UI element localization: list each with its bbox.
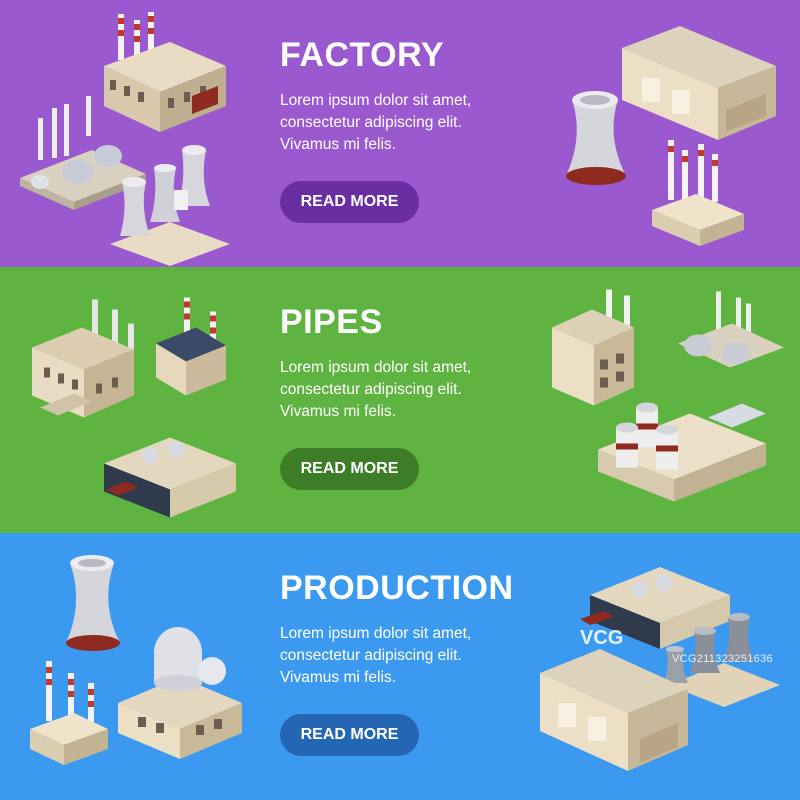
banner-title: PIPES: [280, 303, 383, 341]
refinery-icon: [678, 291, 784, 368]
cooling-tower-icon: [110, 145, 230, 266]
description-line: Lorem ipsum dolor sit amet,: [280, 359, 472, 376]
read-more-button[interactable]: READ MORE: [280, 448, 419, 490]
read-more-button[interactable]: READ MORE: [280, 714, 419, 756]
banner-title: PRODUCTION: [280, 569, 514, 607]
refinery-icon: [20, 96, 146, 210]
description-line: Vivamus mi felis.: [280, 136, 396, 153]
description-line: Lorem ipsum dolor sit amet,: [280, 625, 472, 642]
description-line: Lorem ipsum dolor sit amet,: [280, 92, 472, 109]
banner-production: PRODUCTION Lorem ipsum dolor sit amet, c…: [0, 533, 800, 800]
office-building-icon: [580, 567, 730, 649]
factory-building-icon: [552, 289, 634, 406]
pipes-illustration-left: [32, 297, 236, 518]
power-plant-icon: [598, 402, 766, 502]
cooling-tower-icon: [566, 91, 626, 185]
office-building-icon: [104, 437, 236, 518]
warehouse-icon: [622, 26, 776, 140]
banner-pipes: PIPES Lorem ipsum dolor sit amet, consec…: [0, 267, 800, 533]
read-more-button[interactable]: READ MORE: [280, 181, 419, 223]
factory-illustration-right: [566, 26, 776, 246]
pipes-illustration-right: [552, 289, 784, 502]
banner-description: Lorem ipsum dolor sit amet, consectetur …: [280, 623, 530, 689]
production-illustration-right: [540, 567, 780, 771]
factory-building-icon: [32, 299, 134, 418]
chimney-icon: [652, 140, 744, 246]
banner-description: Lorem ipsum dolor sit amet, consectetur …: [280, 90, 530, 156]
chimney-icon: [30, 661, 108, 765]
warehouse-icon: [540, 649, 688, 771]
cooling-tower-icon: [66, 555, 120, 651]
description-line: consectetur adipiscing elit.: [280, 381, 462, 398]
nuclear-plant-icon: [118, 627, 242, 759]
solar-house-icon: [156, 297, 226, 396]
factory-illustration-left: [20, 12, 230, 266]
description-line: Vivamus mi felis.: [280, 669, 396, 686]
banner-description: Lorem ipsum dolor sit amet, consectetur …: [280, 357, 530, 423]
banner-factory: FACTORY Lorem ipsum dolor sit amet, cons…: [0, 0, 800, 267]
description-line: consectetur adipiscing elit.: [280, 114, 462, 131]
cooling-tower-icon: [664, 613, 780, 707]
description-line: consectetur adipiscing elit.: [280, 647, 462, 664]
factory-building-icon: [104, 12, 226, 132]
banner-title: FACTORY: [280, 36, 445, 74]
description-line: Vivamus mi felis.: [280, 403, 396, 420]
production-illustration-left: [30, 555, 242, 765]
